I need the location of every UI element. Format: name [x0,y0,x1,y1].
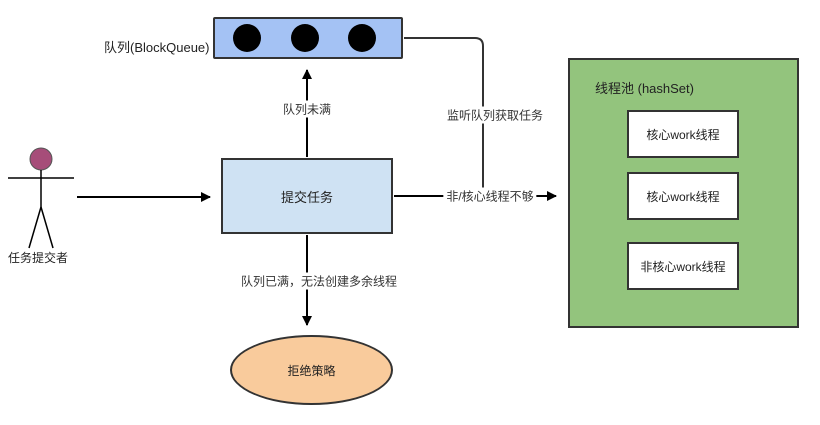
actor-label: 任务提交者 [8,251,69,265]
core-worker-thread-node: 核心work线程 [627,172,739,220]
reject-policy-label: 拒绝策略 [287,363,336,378]
thread-label: 核心work线程 [646,127,720,142]
thread-label: 核心work线程 [646,189,720,204]
edge-label-queue-full: 队列已满，无法创建多余线程 [237,272,401,290]
queue-label: 队列(BlockQueue) [104,40,210,55]
thread-pool-title: 线程池 (hashSet) [595,81,694,96]
actor-leg-right [40,206,54,249]
actor-figure [8,147,74,249]
edge-label-listen-queue: 监听队列获取任务 [443,106,547,124]
actor-leg-left [28,206,42,249]
submit-task-node: 提交任务 [221,158,393,234]
noncore-worker-thread-node: 非核心work线程 [627,242,739,290]
core-worker-thread-node: 核心work线程 [627,110,739,158]
task-circle-icon [291,24,319,52]
edge-label-threads-not-enough: 非/核心线程不够 [443,187,537,205]
task-circle-icon [233,24,261,52]
edge-label-queue-not-full: 队列未满 [279,100,335,118]
thread-pool-node: 线程池 (hashSet) 核心work线程 核心work线程 非核心work线… [568,58,799,328]
reject-policy-node: 拒绝策略 [230,335,393,405]
thread-label: 非核心work线程 [640,259,726,274]
submit-task-label: 提交任务 [280,189,333,205]
task-circle-icon [348,24,376,52]
actor-head [29,147,53,171]
block-queue-node [213,17,403,59]
